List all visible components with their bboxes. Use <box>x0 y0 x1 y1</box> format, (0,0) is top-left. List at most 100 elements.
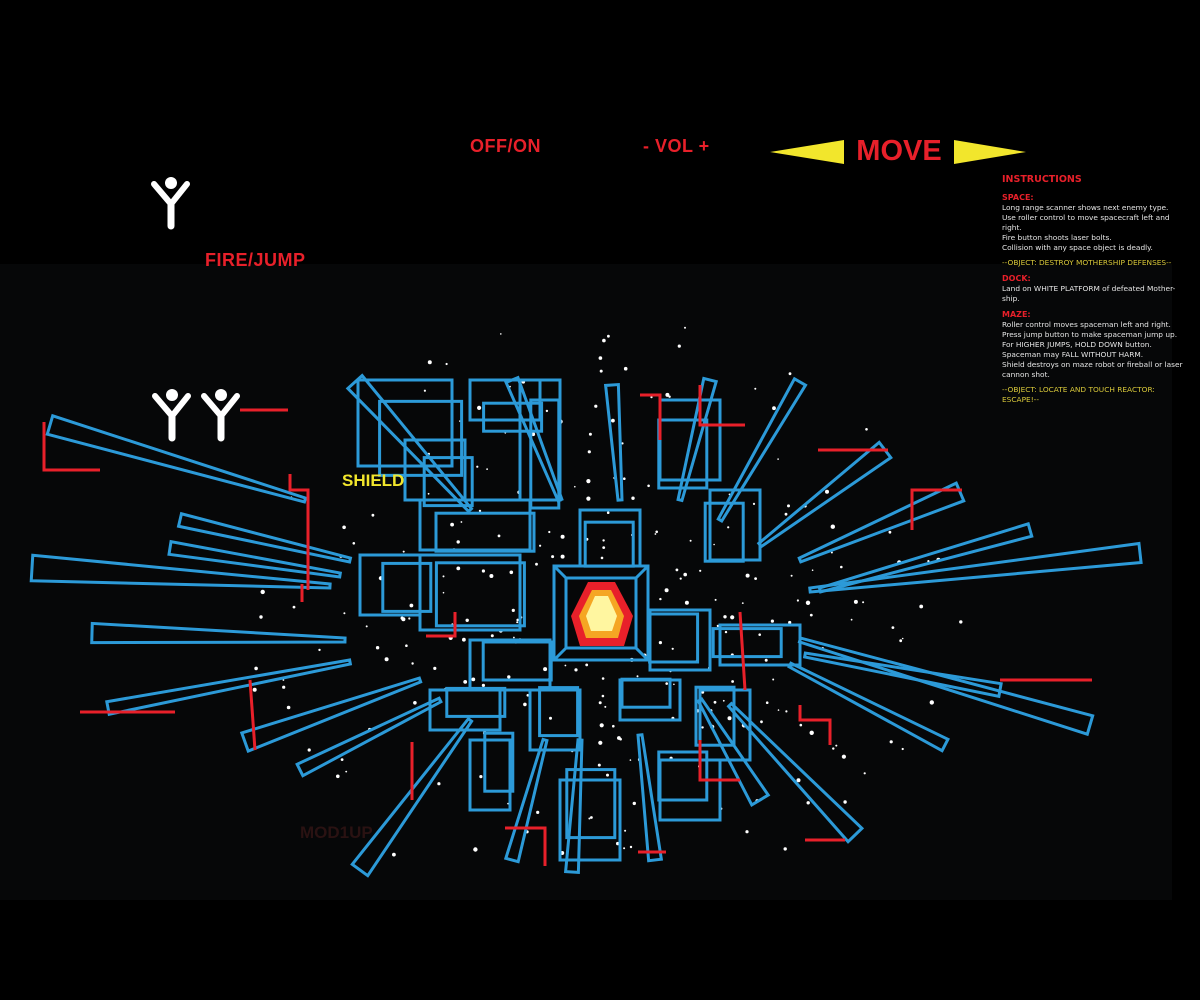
maze-block-inner <box>378 399 464 477</box>
star <box>722 699 725 702</box>
star <box>888 530 892 534</box>
maze-wall-ray <box>239 676 423 754</box>
maze-block-inner <box>481 640 553 682</box>
star <box>891 626 895 629</box>
star <box>745 830 749 834</box>
maze-wall-ray <box>676 376 719 503</box>
star <box>777 709 780 711</box>
red-barrier <box>42 422 100 472</box>
star <box>684 326 686 329</box>
fire-jump-spaceman-icon[interactable] <box>150 176 190 234</box>
star <box>713 543 715 546</box>
red-barrier <box>426 612 457 638</box>
star <box>282 685 286 689</box>
star <box>619 737 622 741</box>
star <box>513 636 515 639</box>
star <box>481 683 485 688</box>
star <box>597 763 601 767</box>
maze-block <box>528 688 582 752</box>
star <box>413 701 417 705</box>
star <box>673 683 675 686</box>
star <box>724 630 728 634</box>
star <box>601 694 605 698</box>
star <box>590 816 593 819</box>
maze-block-inner <box>483 731 515 793</box>
move-right-arrow-icon[interactable] <box>954 140 1026 164</box>
star <box>497 534 501 538</box>
star <box>713 700 717 704</box>
star <box>612 724 615 728</box>
maze-block-inner <box>434 511 536 553</box>
power-toggle-label[interactable]: OFF/ON <box>470 136 541 156</box>
star <box>727 526 730 529</box>
volume-control-label[interactable]: - VOL + <box>643 136 710 156</box>
maze-block-inner <box>703 501 745 563</box>
star <box>959 620 963 624</box>
star <box>850 618 853 621</box>
star <box>745 573 750 578</box>
star <box>456 566 461 571</box>
maze-block-inner <box>648 612 700 664</box>
move-left-arrow-icon[interactable] <box>770 140 844 164</box>
maze-block-inner <box>381 561 433 613</box>
maze-wall-ray <box>295 696 443 778</box>
maze-wall-ray <box>563 738 584 874</box>
star <box>806 801 810 805</box>
star <box>607 334 610 338</box>
star <box>865 428 868 431</box>
star <box>754 577 757 580</box>
star <box>437 782 441 786</box>
star <box>611 418 615 423</box>
maze-block <box>558 778 622 862</box>
player-label: MOD1UP <box>300 823 373 842</box>
maze-wall-ray <box>504 375 564 503</box>
maze-wall-ray <box>45 413 308 504</box>
star <box>783 847 787 851</box>
star <box>516 621 519 624</box>
star <box>476 465 479 468</box>
star <box>901 637 904 640</box>
star <box>456 540 460 544</box>
star <box>841 754 847 759</box>
red-barrier <box>248 679 257 751</box>
star <box>352 542 356 545</box>
star <box>811 569 814 571</box>
star <box>788 372 792 376</box>
move-control[interactable]: MOVE <box>770 134 1026 170</box>
star <box>919 604 924 609</box>
star <box>598 701 602 705</box>
maze-block <box>578 508 642 568</box>
star <box>785 710 788 713</box>
maze-wall-ray <box>503 737 549 864</box>
star <box>405 644 408 647</box>
star <box>699 569 702 572</box>
star <box>723 615 727 619</box>
star <box>655 530 658 534</box>
instruction-line: Collision with any space object is deadl… <box>1002 243 1153 252</box>
star <box>889 740 893 744</box>
star <box>629 759 632 761</box>
star <box>574 668 578 672</box>
star <box>545 409 549 413</box>
red-barrier <box>798 705 832 745</box>
reactor-core[interactable] <box>552 564 650 662</box>
star <box>564 664 567 667</box>
star <box>777 458 779 460</box>
maze-block <box>428 688 502 732</box>
red-barrier <box>288 474 310 590</box>
instruction-line: Use roller control to move spacecraft le… <box>1002 213 1170 232</box>
star <box>598 356 603 360</box>
star <box>623 477 626 481</box>
maze-block <box>698 688 752 762</box>
star <box>683 572 687 577</box>
star <box>408 617 411 620</box>
star <box>629 845 633 849</box>
star <box>427 360 432 365</box>
star <box>796 599 800 602</box>
fire-jump-label[interactable]: FIRE/JUMP <box>205 250 306 270</box>
maze-wall-ray <box>105 658 353 717</box>
star <box>318 648 321 652</box>
star <box>677 344 681 348</box>
